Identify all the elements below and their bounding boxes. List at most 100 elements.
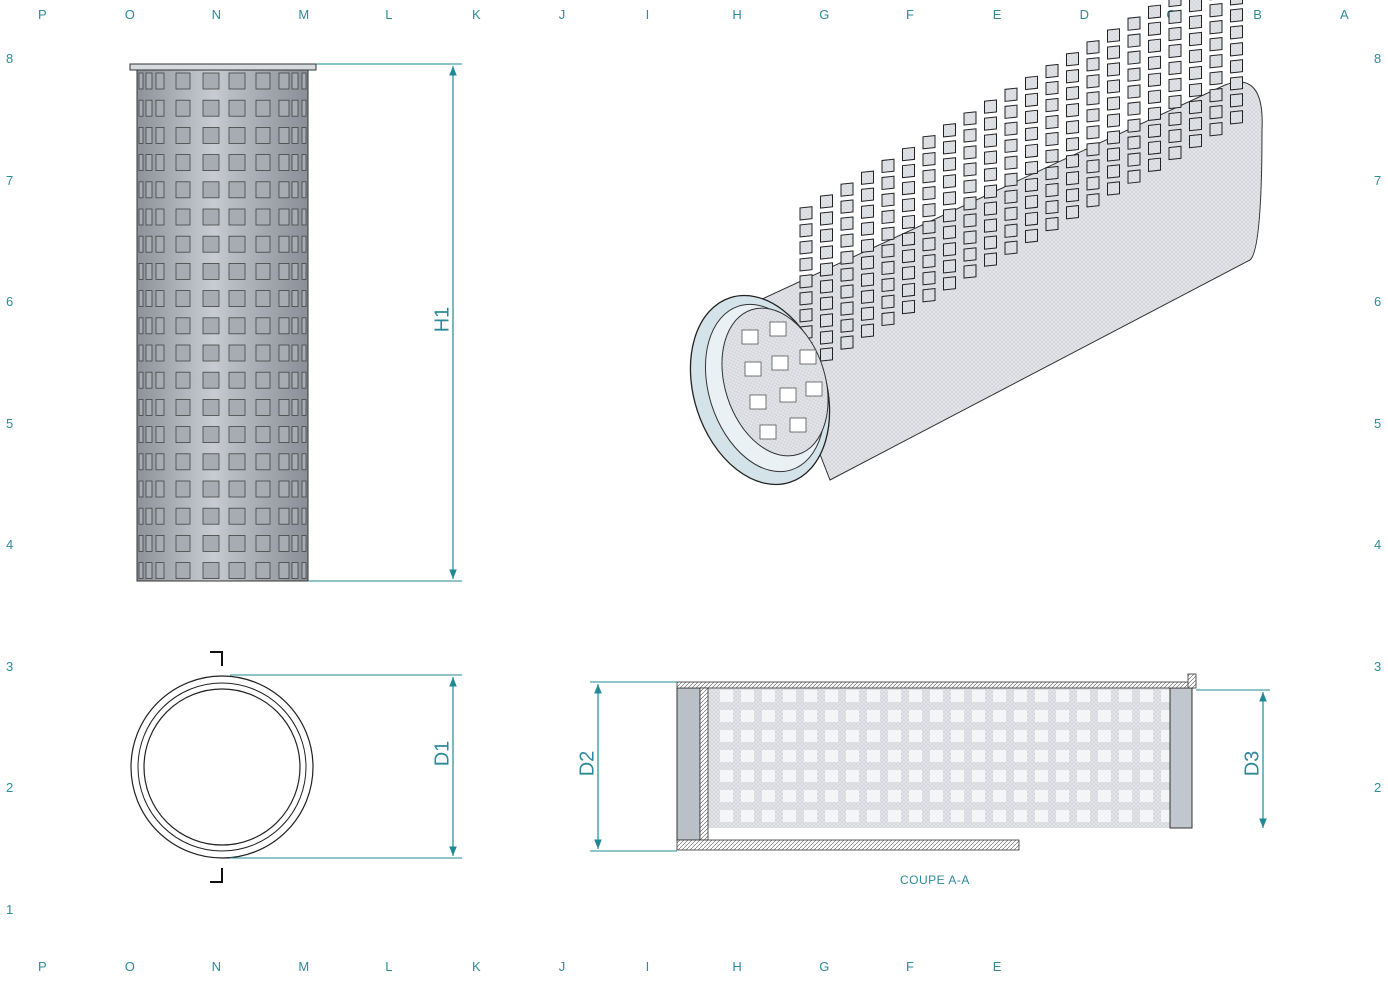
perforation-hole — [1004, 121, 1018, 136]
perforation-hole — [1168, 43, 1182, 59]
perforation-hole — [867, 790, 880, 802]
perforation-hole — [1148, 123, 1161, 138]
perforation-hole — [1045, 165, 1059, 181]
perforation-hole — [1230, 110, 1243, 125]
perforation-hole — [1077, 790, 1090, 802]
perforation-hole — [202, 535, 220, 552]
perforation-hole — [255, 235, 271, 253]
perforation-hole — [804, 770, 817, 782]
perforation-hole — [888, 750, 901, 762]
perforation-hole — [902, 248, 915, 264]
perforation-hole — [909, 750, 922, 762]
perforation-hole — [1148, 106, 1161, 121]
perforation-hole — [301, 290, 307, 308]
perforation-hole — [255, 72, 271, 90]
grid-left-number-7: 7 — [6, 172, 14, 188]
perforation-hole — [1230, 59, 1243, 74]
perforation-hole — [1140, 810, 1153, 822]
perforation-hole — [1035, 790, 1048, 802]
perforation-hole — [922, 270, 936, 286]
perforation-hole — [145, 127, 153, 144]
perforation-hole — [881, 311, 895, 327]
d2-dimension — [590, 681, 677, 852]
perforation-hole — [783, 810, 796, 822]
perforation-hole — [301, 72, 307, 90]
perforation-hole — [228, 398, 246, 416]
perforation-hole — [175, 480, 191, 498]
grid-right-number-5: 5 — [1374, 415, 1382, 431]
perforation-hole — [1056, 690, 1069, 702]
perforation-hole — [820, 262, 833, 277]
perforation-hole — [301, 480, 307, 498]
perforation-hole — [291, 562, 299, 579]
perforation-hole — [1077, 750, 1090, 762]
perforation-hole — [825, 770, 838, 782]
perforation-hole — [138, 208, 144, 226]
perforation-hole — [861, 204, 874, 219]
perforation-hole — [155, 181, 165, 199]
perforation-hole — [145, 208, 153, 226]
perforation-hole — [741, 770, 754, 782]
perforation-hole — [867, 710, 880, 722]
perforation-hole — [799, 291, 813, 306]
grid-right-number-7: 7 — [1374, 172, 1382, 188]
section-left-ring — [676, 687, 701, 841]
perforation-hole — [783, 770, 796, 782]
perforation-hole — [1127, 101, 1141, 116]
perforation-hole — [138, 72, 144, 90]
perforation-hole — [291, 426, 299, 444]
grid-left-number-5: 5 — [6, 415, 14, 431]
perforation-hole — [228, 72, 246, 90]
perforation-hole — [846, 790, 859, 802]
perforation-hole — [840, 199, 854, 214]
perforation-hole — [1107, 147, 1120, 162]
perforation-hole — [922, 219, 936, 235]
perforation-hole — [1230, 42, 1243, 57]
perforation-hole — [175, 562, 191, 579]
perforation-hole — [881, 192, 895, 208]
perforation-hole — [984, 218, 997, 233]
section-mark-top — [210, 651, 223, 666]
perforation-hole — [963, 128, 977, 143]
perforation-hole — [255, 181, 271, 199]
perforation-hole — [867, 750, 880, 762]
perforation-hole — [799, 349, 817, 365]
perforation-hole — [1107, 181, 1120, 196]
perforation-hole — [1127, 16, 1141, 31]
perforation-hole — [175, 453, 191, 471]
perforation-hole — [922, 236, 936, 252]
perforation-hole — [138, 453, 144, 471]
perforation-hole — [771, 355, 789, 371]
perforation-hole — [846, 810, 859, 822]
perforation-hole — [984, 116, 997, 131]
perforation-hole — [720, 790, 733, 802]
perforation-hole — [993, 750, 1006, 762]
perforation-hole — [1230, 25, 1243, 40]
perforation-hole — [1086, 125, 1100, 140]
perforation-hole — [846, 730, 859, 742]
perforation-hole — [759, 424, 777, 440]
perforation-hole — [993, 730, 1006, 742]
perforation-hole — [278, 99, 290, 117]
perforation-hole — [762, 770, 775, 782]
perforation-hole — [291, 317, 299, 335]
perforation-hole — [840, 233, 854, 248]
perforation-hole — [1148, 157, 1161, 172]
grid-top-letter-M: M — [298, 7, 310, 22]
perforation-hole — [1045, 148, 1059, 164]
front-view-perforations — [138, 72, 307, 579]
perforation-hole — [145, 453, 153, 471]
perforation-hole — [963, 264, 977, 279]
perforation-hole — [720, 710, 733, 722]
grid-bottom-letter-F: F — [906, 959, 914, 974]
perforation-hole — [278, 317, 290, 335]
perforation-hole — [1127, 67, 1141, 82]
perforation-hole — [1140, 730, 1153, 742]
perforation-hole — [963, 213, 977, 228]
grid-top-letter-J: J — [558, 7, 566, 22]
perforation-hole — [881, 243, 895, 259]
perforation-hole — [1107, 62, 1120, 77]
perforation-hole — [943, 259, 956, 274]
perforation-hole — [202, 290, 220, 308]
perforation-hole — [1045, 182, 1059, 198]
